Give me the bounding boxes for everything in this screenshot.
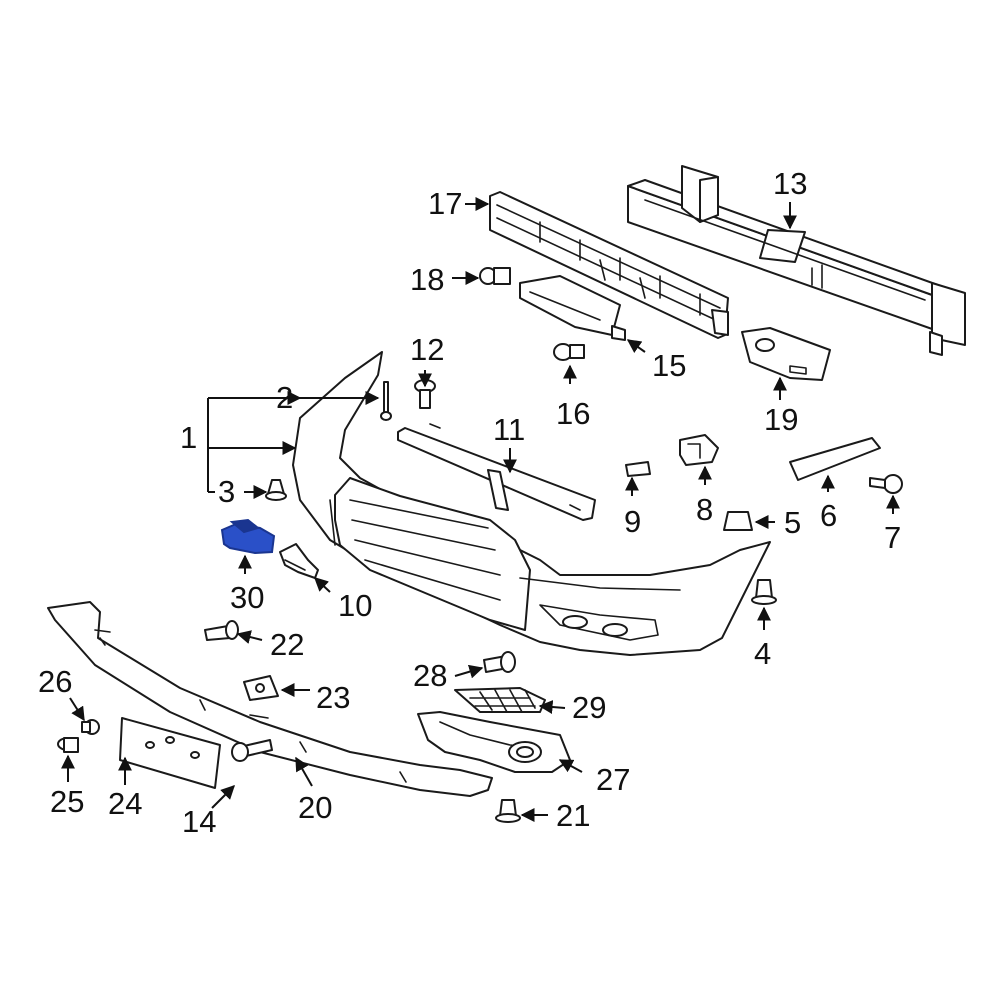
clip-bracket-part-10[interactable]	[279, 543, 319, 579]
fastener-part-7[interactable]	[869, 474, 903, 494]
fastener-part-23[interactable]	[243, 675, 279, 701]
license-bracket-part-24[interactable]	[119, 717, 221, 789]
fastener-part-4[interactable]	[751, 579, 777, 605]
fastener-part-16[interactable]	[553, 343, 585, 361]
callout-label-7[interactable]: 7	[884, 520, 901, 555]
callout-label-13[interactable]: 13	[773, 166, 807, 201]
callout-label-8[interactable]: 8	[696, 492, 713, 527]
fastener-part-3[interactable]	[265, 479, 287, 501]
impact-bar-part-13[interactable]	[627, 165, 966, 356]
callout-label-29[interactable]: 29	[572, 690, 606, 725]
bracket-part-15[interactable]	[519, 275, 626, 341]
callout-label-24[interactable]: 24	[108, 786, 142, 821]
callout-labels: 1 2 3 4 5 6 7 8 9 10 11 12 13 14 15 16 1…	[38, 166, 901, 839]
grille-insert-part-29[interactable]	[454, 687, 546, 713]
callout-label-20[interactable]: 20	[298, 790, 332, 825]
callout-label-11[interactable]: 11	[493, 412, 525, 447]
callout-label-30[interactable]: 30	[230, 580, 264, 615]
bumper-cover-part-1[interactable]	[292, 351, 771, 656]
callout-label-10[interactable]: 10	[338, 588, 372, 623]
fastener-part-2[interactable]	[380, 381, 392, 421]
callout-label-6[interactable]: 6	[820, 498, 837, 533]
fastener-part-18[interactable]	[479, 267, 511, 285]
fastener-part-21[interactable]	[495, 799, 521, 823]
callout-label-18[interactable]: 18	[410, 262, 444, 297]
bracket-part-8[interactable]	[679, 434, 719, 466]
grille-bar-part-11[interactable]	[397, 423, 596, 521]
callout-label-25[interactable]: 25	[50, 784, 84, 819]
callout-label-2[interactable]: 2	[276, 380, 293, 415]
fastener-part-9[interactable]	[625, 461, 651, 477]
fastener-part-14[interactable]	[231, 739, 273, 762]
callout-label-27[interactable]: 27	[596, 762, 630, 797]
callout-label-3[interactable]: 3	[218, 474, 235, 509]
callout-label-5[interactable]: 5	[784, 505, 801, 540]
fog-lamp-bezel-part-27[interactable]	[417, 711, 571, 773]
callout-label-26[interactable]: 26	[38, 664, 72, 699]
callout-label-17[interactable]: 17	[428, 186, 462, 221]
callout-label-19[interactable]: 19	[764, 402, 798, 437]
side-bracket-part-19[interactable]	[741, 327, 831, 381]
callout-label-21[interactable]: 21	[556, 798, 590, 833]
callout-label-14[interactable]: 14	[182, 804, 216, 839]
upper-support-part-17[interactable]	[489, 191, 729, 339]
side-molding-part-6[interactable]	[789, 437, 881, 481]
callout-label-23[interactable]: 23	[316, 680, 350, 715]
callout-label-12[interactable]: 12	[410, 332, 444, 367]
fastener-part-5[interactable]	[723, 511, 753, 531]
fastener-part-25[interactable]	[57, 737, 79, 753]
lower-spoiler-part-20[interactable]	[47, 601, 493, 797]
callout-label-28[interactable]: 28	[413, 658, 447, 693]
callout-label-1[interactable]: 1	[180, 420, 197, 455]
callout-label-16[interactable]: 16	[556, 396, 590, 431]
callout-label-4[interactable]: 4	[754, 636, 771, 671]
callout-label-22[interactable]: 22	[270, 627, 304, 662]
sensor-bracket-part-30[interactable]	[220, 518, 276, 555]
fastener-part-28[interactable]	[483, 651, 516, 673]
callout-label-9[interactable]: 9	[624, 504, 641, 539]
leader-lines	[61, 197, 900, 822]
fastener-part-22[interactable]	[204, 620, 239, 641]
fastener-part-26[interactable]	[81, 719, 100, 735]
callout-label-15[interactable]: 15	[652, 348, 686, 383]
